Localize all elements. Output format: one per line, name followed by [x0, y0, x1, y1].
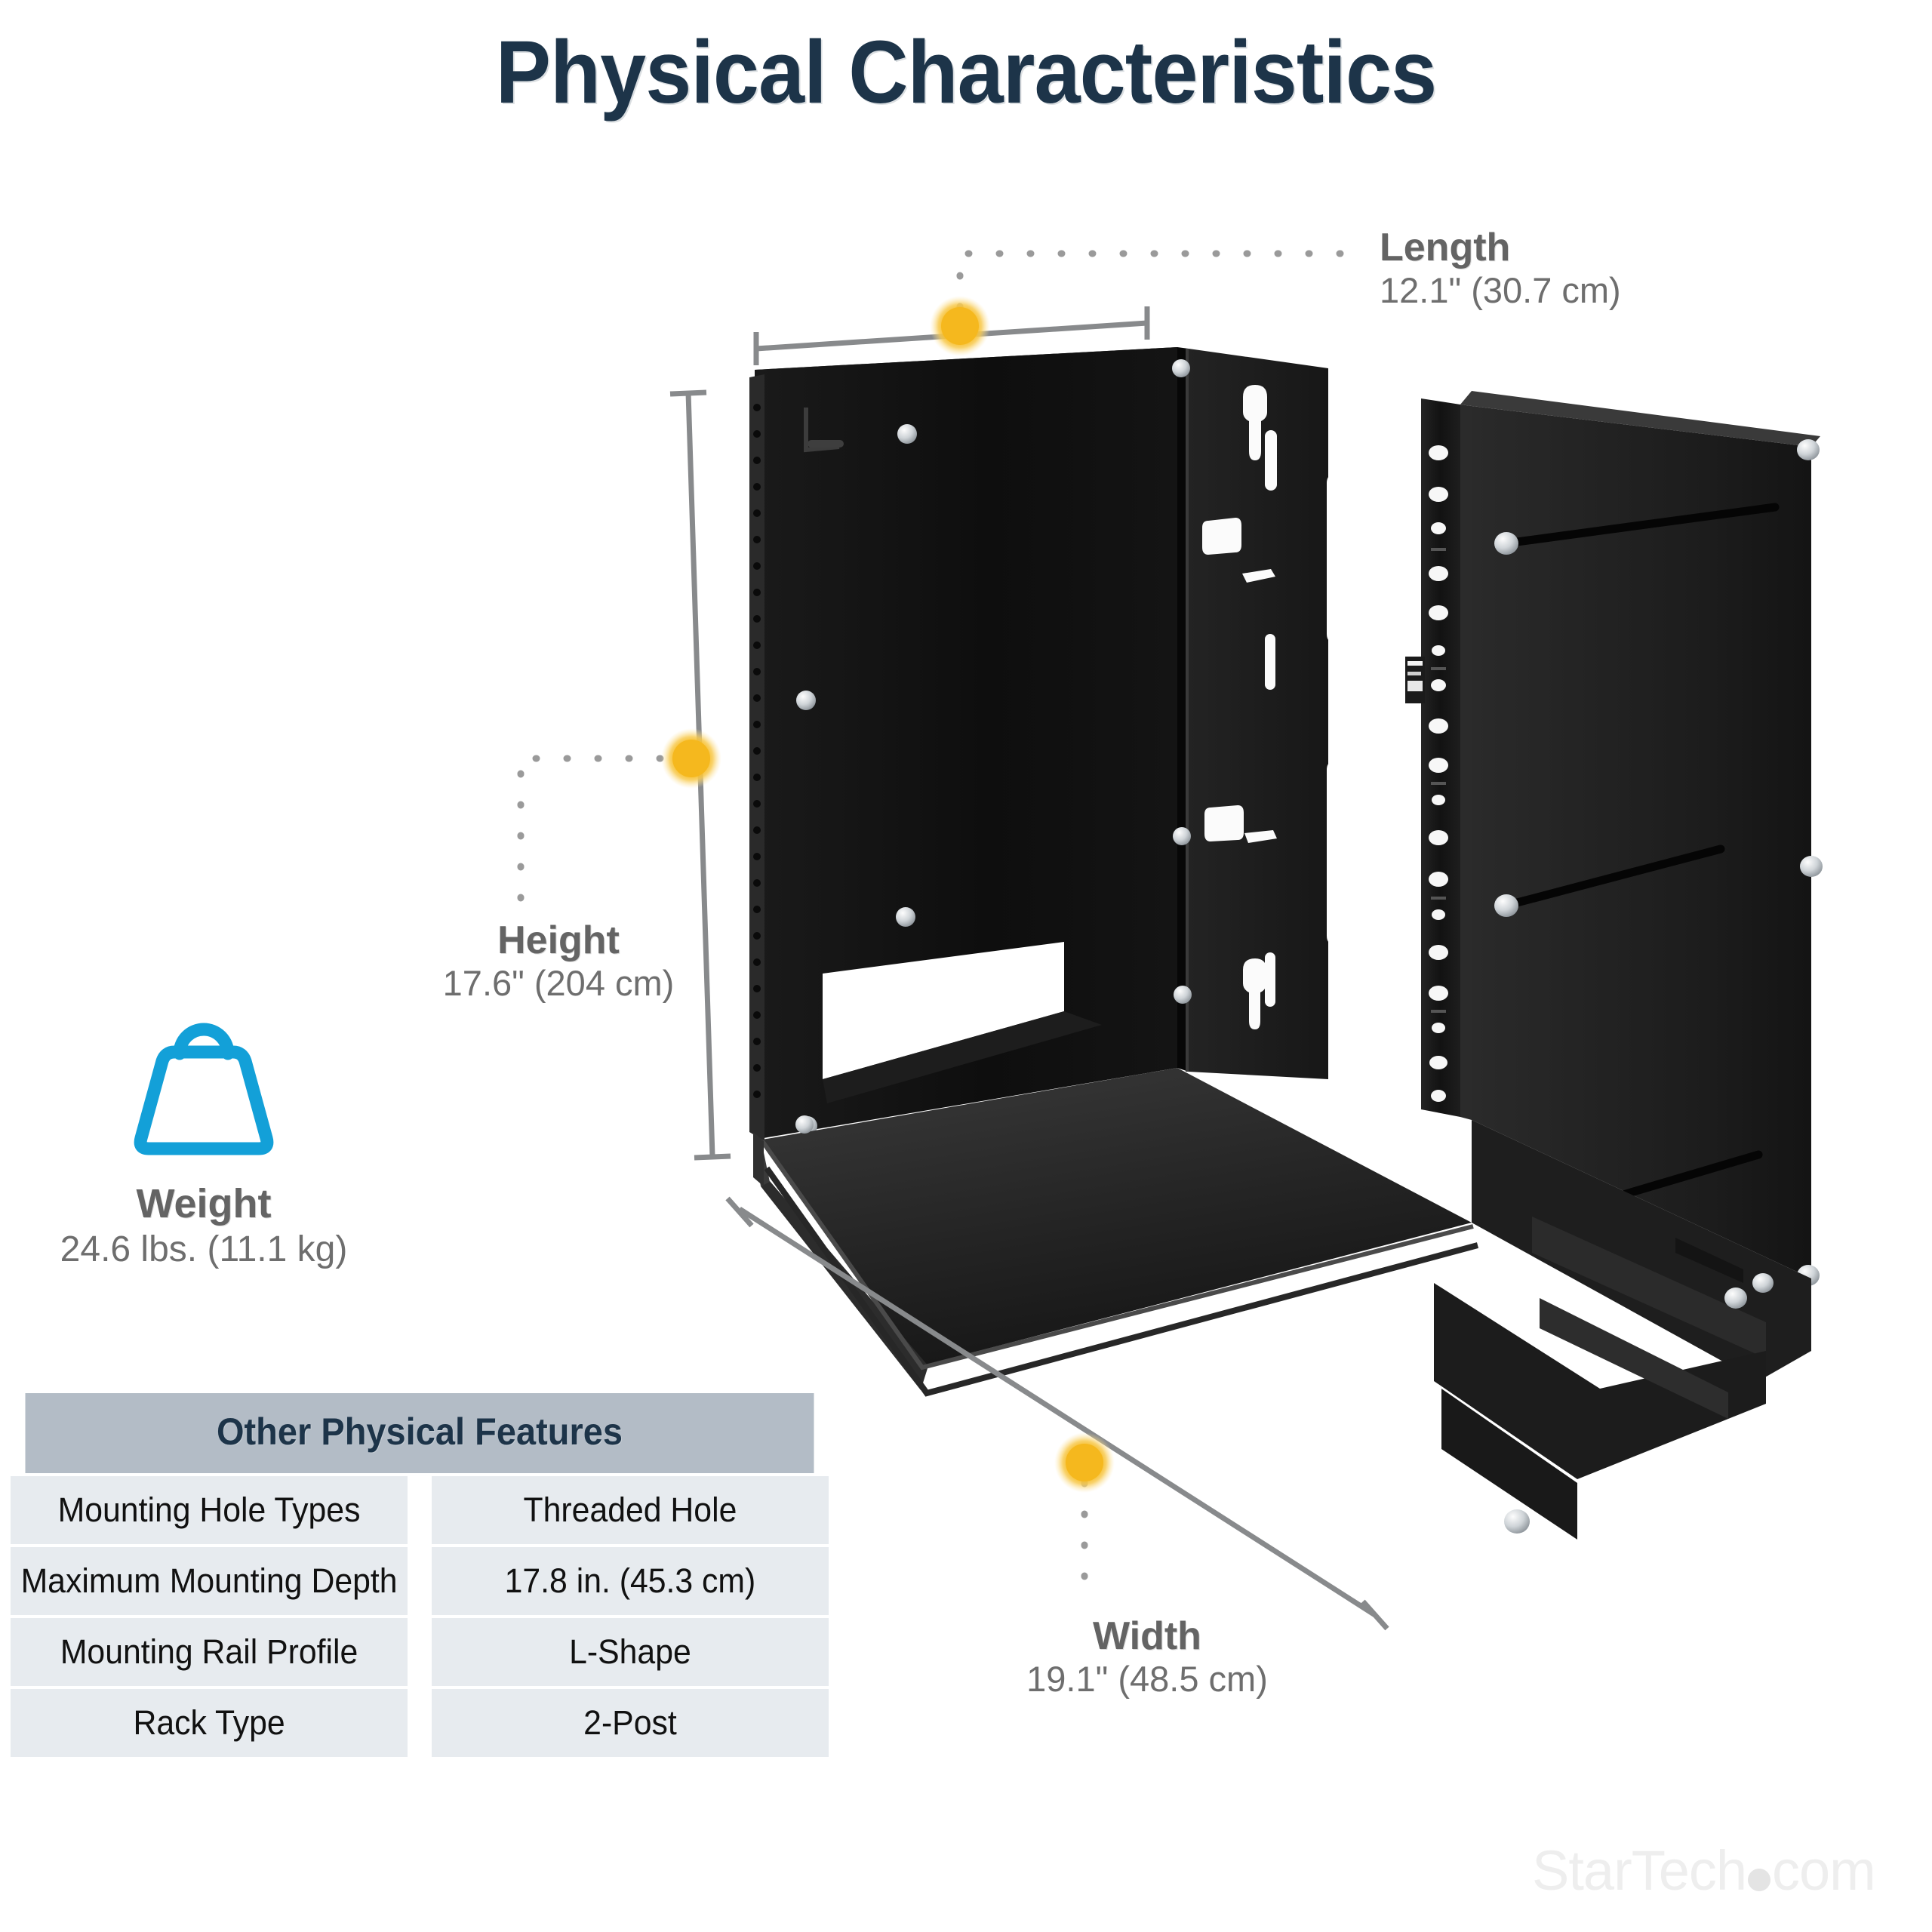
callout-width-value: 19.1" (48.5 cm) — [1026, 1659, 1268, 1700]
table-row: Mounting Hole Types Threaded Hole — [0, 1473, 839, 1546]
callout-length: Length 12.1" (30.7 cm) — [1380, 226, 1621, 313]
rack-openings — [1327, 472, 1428, 945]
table-body: Mounting Hole Types Threaded Hole Maximu… — [0, 1473, 839, 1757]
callout-weight: Weight 24.6 lbs. (11.1 kg) — [53, 1019, 355, 1274]
callout-width: Width 19.1" (48.5 cm) — [981, 1615, 1313, 1702]
product-image — [749, 347, 1823, 1540]
weight-icon — [134, 1023, 274, 1155]
table-cell-value: 2-Post — [429, 1686, 829, 1757]
table-row: Mounting Rail Profile L-Shape — [0, 1615, 839, 1687]
table-row: Maximum Mounting Depth 17.8 in. (45.3 cm… — [0, 1544, 839, 1617]
table-row: Rack Type 2-Post — [0, 1686, 839, 1757]
other-physical-features-table: Other Physical Features Mounting Hole Ty… — [0, 1393, 839, 1757]
table-header-row: Other Physical Features — [0, 1393, 839, 1475]
table-cell-key: Mounting Rail Profile — [10, 1615, 411, 1687]
callout-height: Height 17.6" (204 cm) — [400, 919, 717, 1006]
center-rail-holes — [1429, 445, 1448, 1102]
page-title: Physical Characteristics — [495, 23, 1437, 122]
watermark-dot-icon — [1748, 1869, 1771, 1891]
product-label-sticker — [1405, 657, 1425, 703]
callout-length-label: Length — [1380, 226, 1511, 269]
table-title: Other Physical Features — [25, 1393, 814, 1475]
table-cell-value: 17.8 in. (45.3 cm) — [429, 1544, 829, 1617]
callout-height-label: Height — [497, 918, 620, 962]
table-cell-key: Maximum Mounting Depth — [10, 1544, 411, 1617]
callout-length-value: 12.1" (30.7 cm) — [1380, 270, 1621, 311]
table-cell-key: Mounting Hole Types — [10, 1473, 411, 1546]
dimension-line-width — [725, 1196, 1389, 1631]
anchor-dots — [661, 296, 1115, 1493]
left-rail-holes — [753, 404, 761, 1098]
table-cell-key: Rack Type — [10, 1686, 411, 1757]
back-panel-cutouts — [1202, 385, 1277, 1029]
watermark-brand: StarTech — [1532, 1839, 1747, 1902]
center-rail-ticks — [1431, 548, 1446, 1013]
watermark-tld: com — [1772, 1839, 1876, 1902]
callout-weight-label: Weight — [136, 1181, 272, 1226]
table-cell-value: L-Shape — [429, 1615, 829, 1687]
callout-width-label: Width — [1093, 1614, 1201, 1658]
callout-height-value: 17.6" (204 cm) — [442, 963, 675, 1004]
callout-weight-value: 24.6 lbs. (11.1 kg) — [60, 1229, 348, 1270]
table-cell-value: Threaded Hole — [429, 1473, 829, 1546]
startech-watermark: StarTech com — [1532, 1838, 1876, 1903]
